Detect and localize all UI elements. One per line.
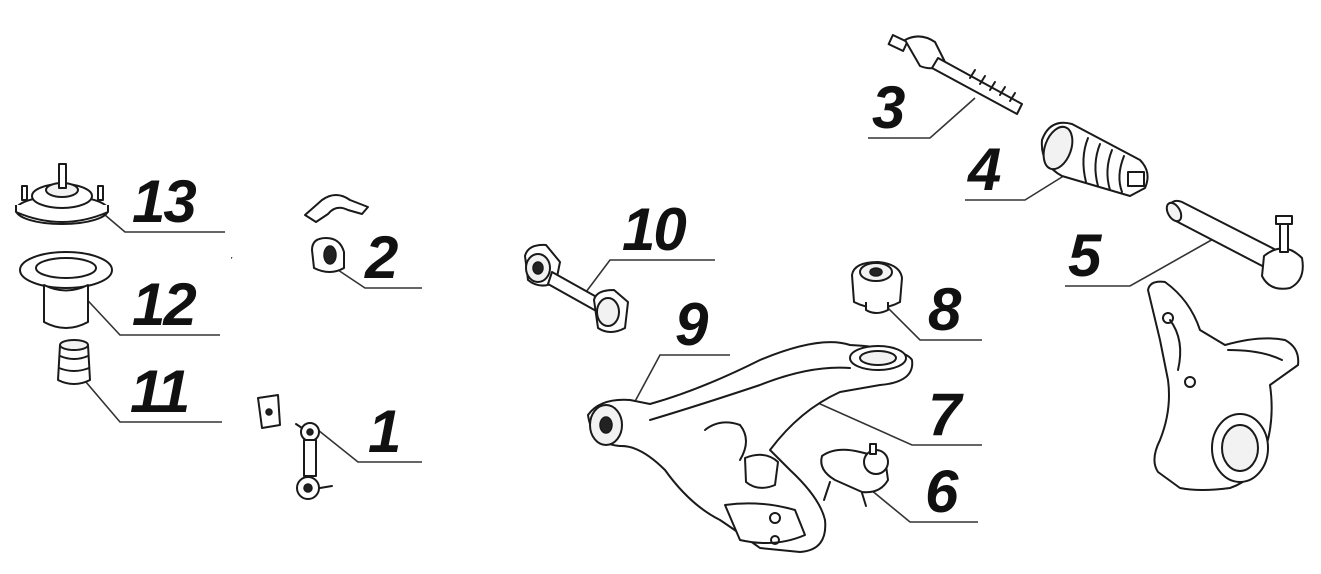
callout-7: 7: [928, 381, 961, 448]
leader-3: [868, 97, 976, 139]
leader-6: [864, 484, 978, 523]
callout-5: 5: [1068, 222, 1101, 289]
lower-control-arm-part: [587, 341, 914, 553]
callout-10: 10: [622, 196, 687, 263]
ball-joint-part: [820, 443, 889, 507]
callout-8: 8: [928, 276, 961, 343]
leader-4: [965, 171, 1071, 201]
control-arm-link-part: [524, 243, 629, 333]
inner-tie-rod-part: [887, 34, 1023, 115]
leader-5: [1065, 237, 1216, 287]
leader-2: [334, 267, 422, 289]
leader-1: [317, 429, 422, 463]
callout-1: 1: [368, 398, 401, 465]
steering-boot-part: [1040, 121, 1149, 197]
leader-13: [104, 214, 225, 233]
callout-6: 6: [925, 458, 958, 525]
callout-3: 3: [872, 74, 905, 141]
bump-stop-part: [57, 339, 91, 385]
stabilizer-bar-part: [230, 254, 376, 429]
leader-7: [799, 394, 982, 446]
leader-lines: [77, 97, 1216, 523]
callout-2: 2: [365, 224, 398, 291]
callout-13: 13: [132, 168, 197, 235]
callout-12: 12: [132, 271, 197, 338]
leader-11: [79, 374, 222, 423]
strut-mount-part: [15, 163, 109, 225]
callout-11: 11: [130, 358, 190, 425]
steering-knuckle-part: [1147, 280, 1300, 491]
leader-10: [579, 259, 715, 301]
spring-seat-part: [19, 251, 113, 329]
callout-9: 9: [675, 291, 708, 358]
stabilizer-link-part: [295, 422, 333, 500]
callout-4: 4: [968, 136, 1001, 203]
leader-9: [624, 354, 730, 421]
control-arm-bushing-part: [851, 261, 903, 314]
leader-8: [879, 299, 982, 341]
leader-12: [77, 289, 220, 336]
stabilizer-bushing-part: [304, 194, 369, 273]
outer-tie-rod-end-part: [1165, 199, 1304, 290]
